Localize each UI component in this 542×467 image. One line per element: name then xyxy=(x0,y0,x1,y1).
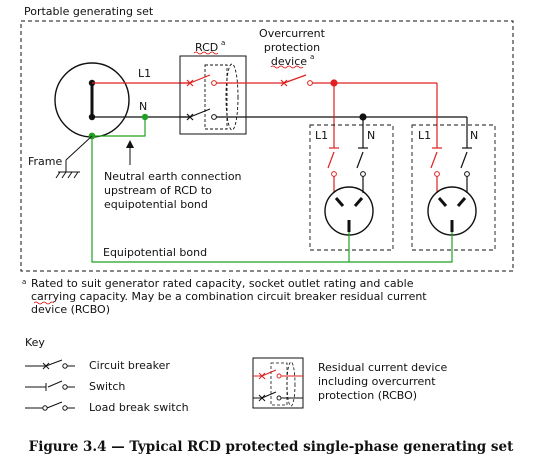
outlet1-n-label: N xyxy=(367,129,375,142)
earth-conductors xyxy=(91,117,453,263)
neutral-note-3: equipotential bond xyxy=(104,198,208,211)
outlet2-n-label: N xyxy=(470,129,478,142)
outlet2-l1-label: L1 xyxy=(418,129,431,142)
footnote-marker: a xyxy=(22,278,26,286)
key-item-load-break-switch: Load break switch xyxy=(89,401,189,414)
circuit-breaker-symbol-icon xyxy=(25,359,75,370)
key-item-switch: Switch xyxy=(89,380,125,393)
neutral-note-1: Neutral earth connection xyxy=(104,170,242,183)
figure-caption: Figure 3.4 — Typical RCD protected singl… xyxy=(29,439,514,455)
generating-set-label: Portable generating set xyxy=(24,5,154,18)
rcd-active-contact xyxy=(180,74,246,87)
overcurrent-label-2: protection xyxy=(264,41,320,54)
overcurrent-breaker xyxy=(246,74,437,87)
l1-label: L1 xyxy=(138,67,151,80)
footnote-line-1: Rated to suit generator rated capacity, … xyxy=(31,277,414,290)
rcd-box xyxy=(179,55,247,135)
key-item-circuit-breaker: Circuit breaker xyxy=(89,359,170,372)
overcurrent-label-1: Overcurrent xyxy=(259,27,326,40)
generating-set-boundary xyxy=(20,20,514,272)
n-label: N xyxy=(139,100,147,113)
rcd-label: RCD xyxy=(195,41,218,54)
overcurrent-label-3: device xyxy=(271,55,307,68)
rcbo-label-1: Residual current device xyxy=(318,361,447,374)
rcd-footnote-marker: a xyxy=(221,39,225,47)
socket-outlet-2: L1 N xyxy=(411,124,496,251)
equipotential-label: Equipotential bond xyxy=(103,246,207,259)
rcbo-label-3: protection (RCBO) xyxy=(318,389,417,402)
footnote-line-3: device (RCBO) xyxy=(31,303,110,316)
footnote-line-2: carrying capacity. May be a combination … xyxy=(31,290,427,303)
overcurrent-footnote-marker: a xyxy=(310,53,314,61)
key-title: Key xyxy=(25,336,45,349)
frame-earth-icon xyxy=(55,171,80,179)
switch-symbol-icon xyxy=(25,380,75,391)
socket-outlet-1: L1 N xyxy=(309,124,394,251)
outlet1-l1-label: L1 xyxy=(315,129,328,142)
generator-symbol xyxy=(54,62,130,138)
rcd-neutral-contact xyxy=(180,108,246,121)
rcbo-label-2: including overcurrent xyxy=(318,375,436,388)
rcbo-symbol-icon xyxy=(252,357,304,409)
frame-label: Frame xyxy=(28,155,63,168)
load-break-switch-symbol-icon xyxy=(25,401,75,411)
neutral-note-2: upstream of RCD to xyxy=(104,184,212,197)
